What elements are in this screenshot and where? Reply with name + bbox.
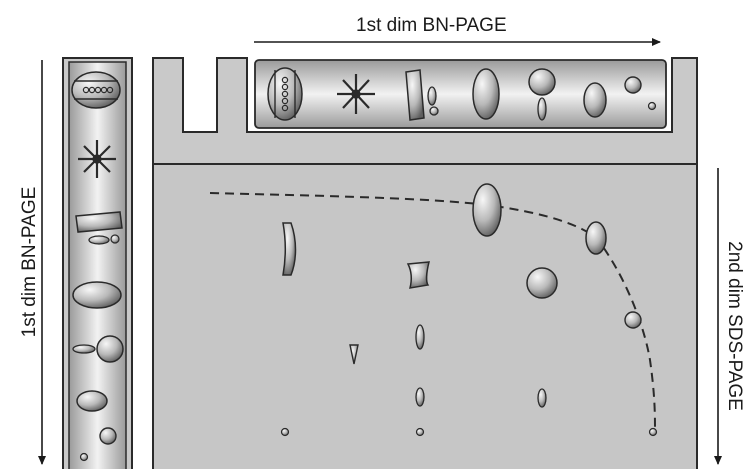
gel-spot-5: [526, 267, 558, 299]
gel-spot-6: [624, 311, 642, 329]
top-complex-7: [624, 76, 657, 111]
top-complex-1: [267, 67, 303, 121]
top-complex-5: [528, 68, 556, 121]
left-complex-2: [78, 140, 116, 178]
left-complex-4: [72, 281, 122, 309]
gel-spot-2: [406, 261, 430, 289]
gel-spot-7: [349, 344, 359, 365]
left-complex-3: [75, 211, 123, 245]
gel-spot-9: [415, 387, 425, 407]
top-bn-strip: [254, 59, 667, 129]
top-complex-4: [472, 68, 500, 120]
left-complex-8: [79, 452, 89, 462]
left-complex-6: [76, 390, 108, 412]
gel-spot-11: [280, 427, 290, 437]
top-complex-2: [337, 74, 375, 114]
top-complex-3: [405, 69, 439, 121]
top-axis-label: 1st dim BN-PAGE: [356, 15, 507, 36]
gel-spot-1: [282, 222, 297, 276]
gel-spot-12: [415, 427, 425, 437]
left-complex-7: [99, 427, 117, 445]
gel-spot-13: [648, 427, 658, 437]
gel-spot-10: [537, 388, 547, 408]
curve-dashed: [209, 192, 656, 433]
gel-spot-8: [415, 324, 425, 350]
gel-running-area: [154, 165, 696, 469]
gel-spot-4: [585, 221, 607, 255]
left-complex-1: [71, 71, 121, 109]
left-complex-5: [72, 335, 124, 363]
top-complex-6: [583, 82, 607, 118]
gel-spot-3: [472, 183, 502, 237]
